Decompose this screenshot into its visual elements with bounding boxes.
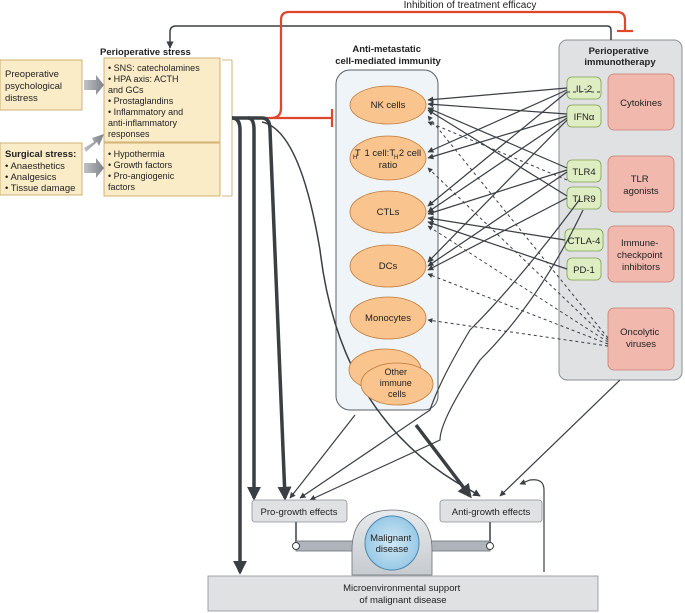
arrow-stress-to-support xyxy=(231,116,247,575)
checkpoint-box xyxy=(607,225,675,283)
nk-cells-node xyxy=(349,85,427,125)
anti-growth-label: Anti-growth effects xyxy=(452,507,531,518)
therapy-dashed-arrows xyxy=(427,91,609,347)
ifna-label: IFNα xyxy=(574,112,595,123)
cytokines-label: Cytokines xyxy=(620,98,662,109)
th-ratio-node xyxy=(349,135,427,181)
malignant-disease-label: Malignant disease xyxy=(370,533,414,555)
preoperative-text: Preoperative psychological distress xyxy=(5,69,65,104)
stress-effects-top-box xyxy=(103,57,221,143)
tlr9-label: TLR9 xyxy=(572,194,595,205)
pro-growth-label: Pro-growth effects xyxy=(261,507,338,518)
surgical-stress-text: Surgical stress: • Anaesthetics • Analge… xyxy=(5,149,79,194)
oncolytic-box xyxy=(607,307,675,371)
nk-cells-label: NK cells xyxy=(371,100,406,111)
dcs-node xyxy=(349,244,427,288)
stress-effects-top-text: • SNS: catecholamines • HPA axis: ACTH a… xyxy=(108,63,202,139)
ctla4-label: CTLA-4 xyxy=(568,236,601,247)
arrow-therapy-to-pro-2 xyxy=(309,209,584,501)
il2-label: IL-2 xyxy=(576,84,592,95)
stress-effects-bottom-box xyxy=(103,142,221,197)
stress-effects-bottom-text: • Hypothermia • Growth factors • Pro-ang… xyxy=(108,149,177,192)
support-base xyxy=(207,575,599,612)
oncolytic-label: Oncolytic viruses xyxy=(620,327,662,350)
th-sub-2: H xyxy=(394,155,398,161)
ctls-node xyxy=(349,190,427,234)
pro-growth-pan xyxy=(251,499,348,523)
arrow-stress-to-pro-2 xyxy=(261,116,292,501)
monocytes-label: Monocytes xyxy=(365,313,411,324)
tlr-agonists-box xyxy=(607,155,675,213)
arrow-immunity-to-pro xyxy=(289,414,356,499)
support-label: Microenvironmental support of malignant … xyxy=(343,583,463,606)
surgical-stress-box xyxy=(0,142,83,196)
arrow-immunity-to-anti xyxy=(414,423,472,499)
stress-title: Perioperative stress xyxy=(100,47,191,58)
th-ratio-label-1: T 1 cell:T 2 cell xyxy=(355,148,421,159)
inhibition-line-top xyxy=(279,10,627,110)
tlr4-box xyxy=(566,159,602,183)
checkpoint-label: Immune- checkpoint inhibitors xyxy=(617,238,665,273)
ctls-label: CTLs xyxy=(377,207,400,218)
immunity-title: Anti-metastatic cell-mediated immunity xyxy=(335,44,441,67)
cytokines-box xyxy=(607,73,675,131)
tlr-agonists-label: TLR agonists xyxy=(623,174,659,197)
pd1-label: PD-1 xyxy=(573,265,595,276)
dcs-label: DCs xyxy=(379,261,398,272)
arrow-surgical-diagonal xyxy=(84,134,104,152)
top-label: Inhibition of treatment efficacy xyxy=(404,0,537,11)
malignant-disease-node xyxy=(364,515,420,571)
other-cells-node xyxy=(360,362,434,406)
arrow-anti-feedback xyxy=(519,479,545,572)
arrow-surgical-to-effects xyxy=(84,158,104,178)
arrow-therapy-to-pro xyxy=(299,198,581,499)
th-ratio-label-2: ratio xyxy=(379,160,397,171)
arrow-stress-to-pro xyxy=(247,116,256,490)
monocytes-node xyxy=(349,296,427,340)
feedback-arrow-top xyxy=(166,25,612,49)
preoperative-box xyxy=(0,59,83,111)
therapy-arrows xyxy=(427,87,568,271)
arrow-therapy-to-anti xyxy=(499,379,621,497)
arrow-pre-to-effects xyxy=(84,75,104,95)
other-cells-label: Other immune cells xyxy=(380,367,415,399)
arrow-stress-to-anti xyxy=(261,121,481,497)
th-sub-1: H xyxy=(353,155,357,161)
immunotherapy-title: Perioperative immunotherapy xyxy=(584,46,656,68)
tlr4-label: TLR4 xyxy=(572,167,595,178)
